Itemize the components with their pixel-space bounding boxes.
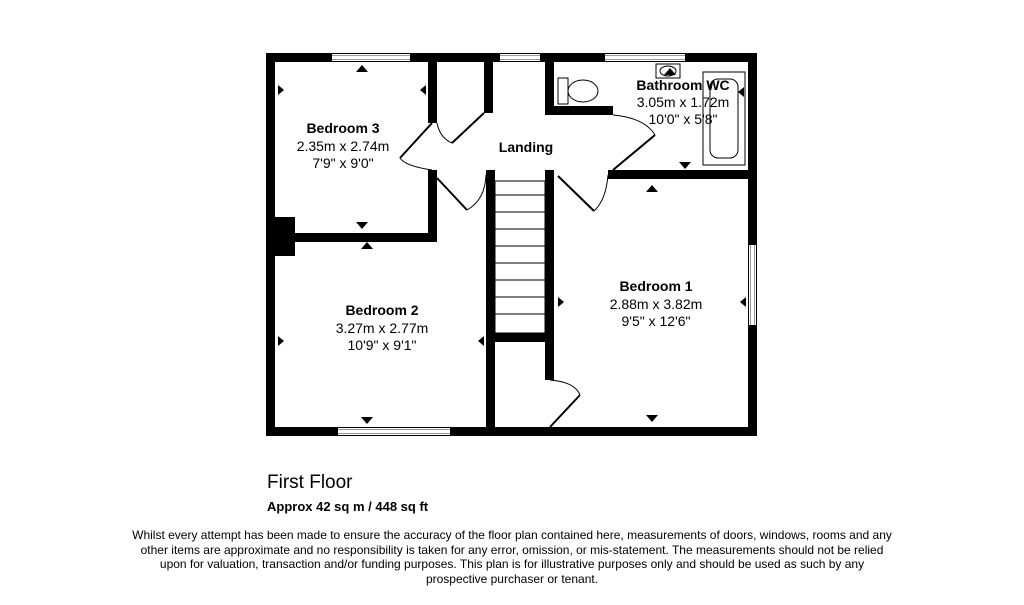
wall-b3-b2 bbox=[266, 233, 437, 242]
bathroom-fittings bbox=[557, 63, 746, 166]
window-bathroom bbox=[605, 54, 685, 61]
wall-bottom bbox=[266, 427, 757, 436]
chimney-breast bbox=[266, 217, 295, 256]
toilet-icon bbox=[557, 77, 599, 105]
wall-cupboard-right bbox=[484, 53, 493, 113]
doors bbox=[399, 112, 656, 428]
door-cupboard-landing bbox=[436, 112, 485, 144]
staircase bbox=[494, 180, 546, 334]
bedroom2-name: Bedroom 2 bbox=[345, 302, 418, 318]
wall-b3-right-upper bbox=[428, 53, 437, 123]
window-bedroom2 bbox=[338, 428, 450, 435]
window-bedroom3 bbox=[332, 54, 410, 61]
room-label-bathroom: Bathroom WC 3.05m x 1.72m 10'0" x 5'8" bbox=[636, 77, 729, 127]
bedroom2-imperial: 10'9" x 9'1" bbox=[348, 337, 417, 353]
wall-b3-right-lower bbox=[428, 170, 437, 242]
bedroom3-name: Bedroom 3 bbox=[306, 120, 379, 136]
floor-title: First Floor bbox=[267, 472, 353, 493]
bedroom1-imperial: 9'5" x 12'6" bbox=[622, 313, 691, 329]
bedroom3-imperial: 7'9" x 9'0" bbox=[312, 155, 373, 171]
door-bathroom bbox=[612, 114, 656, 171]
wall-stair-left bbox=[486, 170, 495, 436]
bath-icon bbox=[702, 71, 746, 166]
disclaimer-text: Whilst every attempt has been made to en… bbox=[132, 528, 892, 586]
bedroom3-metric: 2.35m x 2.74m bbox=[297, 138, 390, 154]
interior-walls bbox=[266, 53, 757, 436]
window-bedroom1 bbox=[749, 245, 756, 325]
wall-bath-bottom-right bbox=[608, 170, 757, 179]
wall-bath-left bbox=[545, 53, 554, 115]
dimension-markers bbox=[278, 65, 746, 424]
door-bedroom1 bbox=[557, 174, 609, 212]
door-bedroom3 bbox=[399, 122, 433, 171]
windows bbox=[332, 54, 756, 435]
room-label-bedroom1: Bedroom 1 2.88m x 3.82m 9'5" x 12'6" bbox=[610, 278, 703, 329]
floor-area: Approx 42 sq m / 448 sq ft bbox=[267, 499, 429, 514]
bedroom1-name: Bedroom 1 bbox=[619, 278, 692, 294]
bathroom-name: Bathroom WC bbox=[636, 77, 729, 93]
landing-name: Landing bbox=[499, 139, 553, 155]
bedroom1-metric: 2.88m x 3.82m bbox=[610, 296, 703, 312]
door-cupboard-bedroom1 bbox=[549, 379, 581, 428]
floor-plan: Bedroom 3 2.35m x 2.74m 7'9" x 9'0" Bath… bbox=[266, 53, 757, 436]
door-bedroom2 bbox=[436, 174, 487, 211]
bedroom2-metric: 3.27m x 2.77m bbox=[336, 320, 429, 336]
wall-stair-bottom bbox=[486, 333, 554, 342]
window-landing bbox=[500, 54, 540, 61]
bathroom-metric: 3.05m x 1.72m bbox=[637, 94, 730, 110]
room-label-bedroom3: Bedroom 3 2.35m x 2.74m 7'9" x 9'0" bbox=[297, 120, 390, 171]
bathroom-imperial: 10'0" x 5'8" bbox=[649, 111, 718, 127]
room-label-bedroom2: Bedroom 2 3.27m x 2.77m 10'9" x 9'1" bbox=[336, 302, 429, 353]
wall-stair-right bbox=[545, 170, 554, 340]
wall-cupboard-b1 bbox=[545, 333, 554, 380]
wall-right bbox=[748, 53, 757, 436]
wall-bath-bottom-left bbox=[545, 106, 613, 115]
room-label-landing: Landing bbox=[499, 139, 553, 155]
